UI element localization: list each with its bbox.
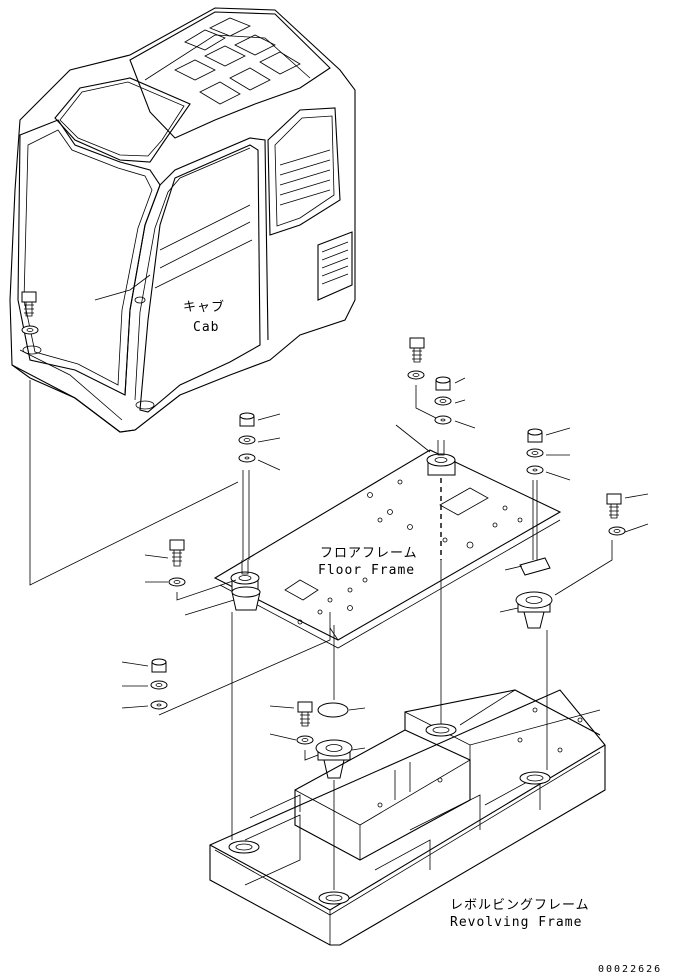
revolving-frame-label-en: Revolving Frame xyxy=(450,915,582,930)
bolt-icon xyxy=(21,291,37,317)
drawing-code: 00022626 xyxy=(598,964,662,975)
bolt-icon xyxy=(606,493,622,519)
revolving-frame xyxy=(209,689,606,946)
washer-icon xyxy=(434,415,452,425)
bolt-icon xyxy=(297,701,313,727)
rubber-mount-icon xyxy=(315,739,353,779)
washer-icon xyxy=(526,465,544,475)
nut-icon xyxy=(151,658,167,673)
washer-icon xyxy=(526,448,544,458)
bolt-icon xyxy=(409,337,425,363)
nut-icon xyxy=(239,412,255,427)
floor-frame-plate xyxy=(213,440,562,649)
washer-icon xyxy=(238,435,256,445)
washer-icon xyxy=(407,370,425,380)
assembly-path-line xyxy=(29,380,239,586)
washer-icon xyxy=(434,396,452,406)
roof-grid xyxy=(174,17,301,105)
washer-icon xyxy=(296,735,314,745)
floor-frame-label-en: Floor Frame xyxy=(318,563,415,578)
washer-icon xyxy=(608,526,626,536)
cab-assembly xyxy=(9,7,356,433)
floor-frame-label-jp: フロアフレーム xyxy=(320,546,418,561)
rubber-mount-icon xyxy=(515,591,553,629)
washer-icon xyxy=(150,680,168,690)
revolving-frame-label-jp: レボルビングフレーム xyxy=(450,898,590,913)
bolt-icon xyxy=(169,539,185,567)
washer-icon xyxy=(150,700,168,710)
rubber-mount-icon xyxy=(231,586,261,611)
washer-icon xyxy=(168,577,186,587)
cab-label-en: Cab xyxy=(193,320,219,335)
washer-icon xyxy=(21,325,39,335)
nut-icon xyxy=(435,376,451,391)
stopper-plate-icon xyxy=(317,702,349,718)
washer-icon xyxy=(238,453,256,463)
nut-icon xyxy=(527,428,543,443)
cab-label-jp: キャブ xyxy=(183,299,225,315)
